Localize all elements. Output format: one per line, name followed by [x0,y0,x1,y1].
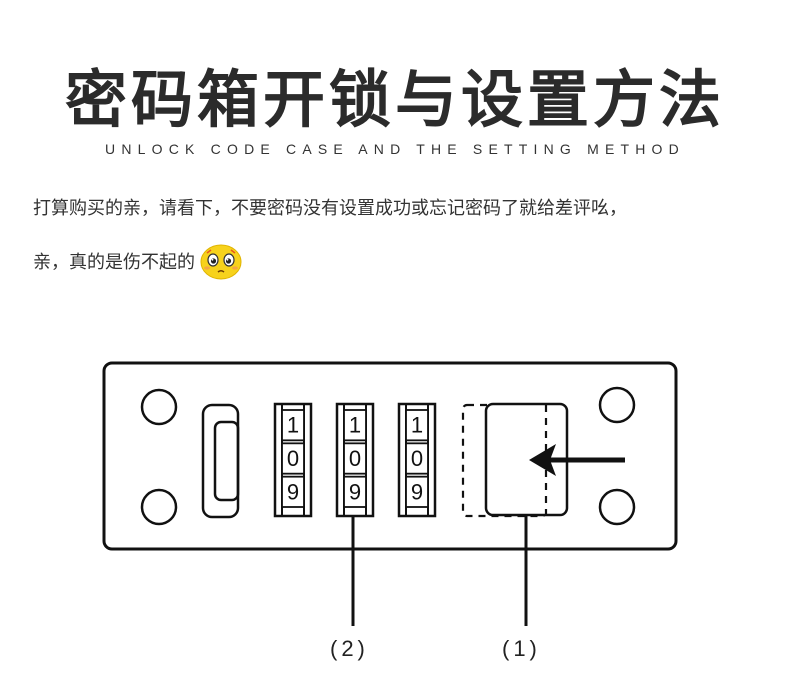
dial-digit-box [343,442,367,475]
dial-wheel[interactable]: 1 0 9 [335,402,375,518]
dial-digit: 9 [287,479,299,504]
description-line-1: 打算购买的亲，请看下，不要密码没有设置成功或忘记密码了就给差评吆， [33,198,627,219]
description-line-2: 亲，真的是伤不起的 [33,243,243,283]
dial-digit: 9 [411,479,423,504]
dial-digit: 1 [287,413,299,438]
sad-face-emoji [199,241,243,281]
dial-digit: 0 [411,446,423,471]
dial-digit-box [405,442,429,475]
emoji-mouth [217,270,225,273]
description-line-2-text: 亲，真的是伤不起的 [33,252,195,273]
page-title: 密码箱开锁与设置方法 [64,63,725,136]
screw-hole-top-right [598,386,636,424]
dial-wheel[interactable]: 1 0 9 [397,402,437,518]
dial-digit-box [281,442,305,475]
dial-callout-label: (2) [330,636,369,661]
dial-digit-box [281,409,305,442]
dial-digit-box [405,475,429,508]
dial-digit: 0 [287,446,299,471]
combination-dials: 1 0 9 1 0 9 1 0 9 [273,402,437,518]
lock-plate [102,361,678,551]
screw-hole-bottom-right [598,488,636,526]
dial-digit-box [343,409,367,442]
dial-digit-box [405,409,429,442]
dial-digit: 0 [349,446,361,471]
screw-hole-top-left [140,388,178,426]
dial-digit: 1 [349,413,361,438]
emoji-face [200,244,242,280]
dial-digit-box [281,475,305,508]
page-subtitle: UNLOCK CODE CASE AND THE SETTING METHOD [105,141,685,157]
dial-digit: 1 [411,413,423,438]
push-arrow-head [529,444,556,476]
dial-digit: 9 [349,479,361,504]
dial-wheel[interactable]: 1 0 9 [273,402,313,518]
screw-hole-bottom-left [140,488,178,526]
latch-inner [213,420,240,502]
button-callout-label: (1) [502,636,541,661]
dial-digit-box [343,475,367,508]
